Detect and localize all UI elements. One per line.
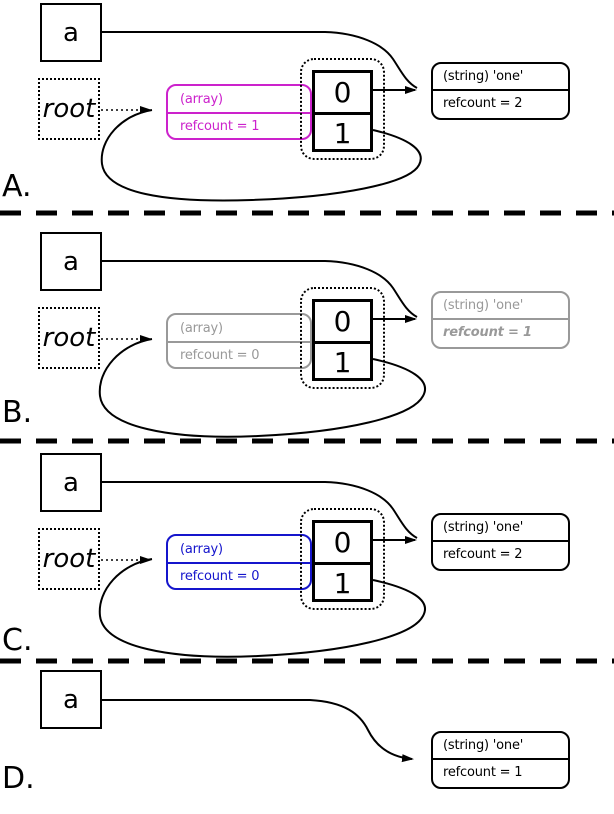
string-type-label: (string) 'one' [433, 293, 568, 320]
array-zval-box: (array) refcount = 1 [166, 84, 312, 140]
variable-label: a [63, 684, 79, 715]
array-refcount-label: refcount = 1 [180, 118, 260, 134]
string-zval-box: (string) 'one' refcount = 1 [431, 291, 570, 349]
hashtable: 0 1 [312, 70, 373, 152]
string-type-label: (string) 'one' [433, 64, 568, 91]
root-label: root [42, 544, 96, 574]
variable-box-a: a [40, 232, 102, 291]
arrow-var-a-to-string [102, 699, 414, 763]
root-box: root [38, 307, 100, 369]
string-refcount-label: refcount = 2 [443, 96, 523, 111]
variable-label: a [63, 17, 79, 48]
panel-label-d: D. [2, 761, 35, 796]
hashtable: 0 1 [312, 299, 373, 381]
panel-label-a: A. [2, 169, 32, 204]
array-zval-box: (array) refcount = 0 [166, 534, 312, 590]
hashtable: 0 1 [312, 520, 373, 602]
string-refcount-label: refcount = 2 [443, 547, 523, 562]
panel-label-c: C. [2, 623, 33, 658]
hashtable-key-1: 1 [333, 345, 352, 379]
array-type-label: (array) [168, 536, 310, 564]
variable-box-a: a [40, 3, 102, 62]
panel-label-b: B. [2, 395, 33, 430]
hashtable-key-0: 0 [315, 73, 370, 115]
array-type-label: (array) [168, 86, 310, 114]
variable-box-a: a [40, 670, 102, 729]
string-zval-box: (string) 'one' refcount = 2 [431, 62, 570, 120]
array-refcount-label: refcount = 0 [180, 347, 260, 363]
array-zval-box: (array) refcount = 0 [166, 313, 312, 369]
string-refcount-label: refcount = 1 [443, 765, 523, 780]
variable-label: a [63, 467, 79, 498]
array-type-label: (array) [168, 315, 310, 343]
hashtable-key-1: 1 [333, 116, 352, 150]
variable-label: a [63, 246, 79, 277]
string-type-label: (string) 'one' [433, 733, 568, 760]
variable-box-a: a [40, 453, 102, 512]
hashtable-key-1: 1 [333, 566, 352, 600]
string-zval-box: (string) 'one' refcount = 2 [431, 513, 570, 571]
string-refcount-label: refcount = 1 [443, 325, 532, 340]
hashtable-key-0: 0 [315, 302, 370, 344]
root-label: root [42, 94, 96, 124]
root-label: root [42, 323, 96, 353]
root-box: root [38, 528, 100, 590]
array-refcount-label: refcount = 0 [180, 568, 260, 584]
string-zval-box: (string) 'one' refcount = 1 [431, 731, 570, 789]
string-type-label: (string) 'one' [433, 515, 568, 542]
hashtable-key-0: 0 [315, 523, 370, 565]
root-box: root [38, 78, 100, 140]
